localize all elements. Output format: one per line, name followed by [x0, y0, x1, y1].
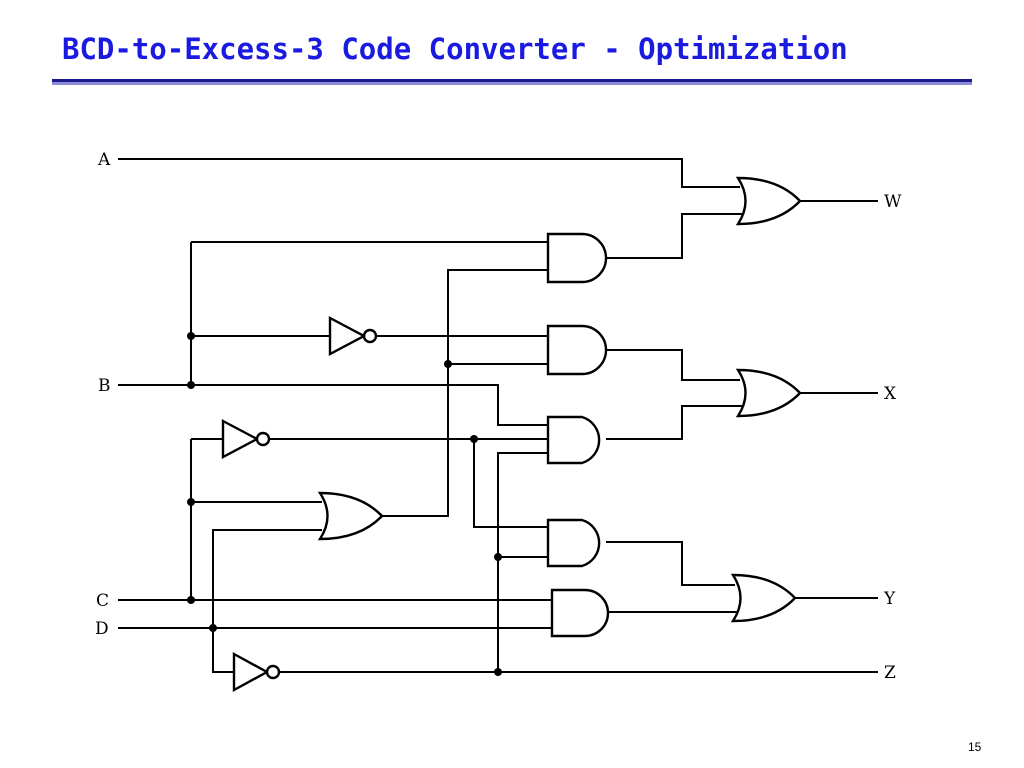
wire-a — [118, 158, 740, 188]
or-gates — [317, 176, 802, 623]
junction-notc — [470, 435, 478, 443]
not-gate-d-bubble — [265, 664, 281, 680]
wire-orcd-out — [382, 269, 548, 517]
slide-title: BCD-to-Excess-3 Code Converter - Optimiz… — [62, 32, 848, 66]
and-gate-1 — [546, 232, 608, 284]
junction-notd — [494, 668, 502, 676]
junction-c — [187, 596, 195, 604]
and-gate-5 — [550, 588, 610, 638]
junction-b-notb — [187, 332, 195, 340]
junction-orcd — [444, 360, 452, 368]
junction-b — [187, 381, 195, 389]
input-label-b: B — [98, 376, 111, 396]
not-gates — [221, 316, 378, 693]
slide-number: 15 — [968, 740, 982, 754]
wire-b — [118, 384, 548, 426]
or-gate-x — [735, 368, 802, 418]
junctions — [187, 332, 502, 676]
wire-notc-and4 — [473, 439, 548, 528]
not-gate-b — [328, 316, 367, 356]
and-gate-3 — [546, 415, 601, 465]
output-label-x: X — [884, 384, 897, 404]
junction-d — [209, 624, 217, 632]
wire-and2-out — [606, 349, 740, 381]
output-label-y: Y — [883, 589, 896, 609]
wire-d-orcd — [212, 529, 322, 628]
input-label-d: D — [95, 619, 109, 639]
and-gate-2 — [546, 324, 608, 376]
input-label-c: C — [96, 591, 109, 611]
wire-and3-out — [606, 405, 744, 440]
title-divider-shadow — [52, 82, 972, 85]
output-label-z: Z — [884, 663, 896, 683]
not-gate-b-bubble — [362, 328, 378, 344]
title-divider — [52, 79, 972, 82]
not-gate-c — [221, 419, 260, 459]
junction-c-orcd — [187, 498, 195, 506]
and-gates — [546, 232, 610, 638]
not-gate-d — [232, 651, 270, 693]
wire-d-notd — [212, 628, 234, 673]
and-gate-4 — [546, 518, 601, 568]
output-label-w: W — [884, 192, 902, 212]
not-gate-c-bubble — [255, 431, 271, 447]
wires — [118, 158, 878, 673]
or-gate-w — [735, 176, 802, 226]
junction-notd-and4 — [494, 553, 502, 561]
signal-labels: A B C D W X Y Z — [95, 150, 902, 683]
wire-and4-out — [606, 541, 735, 586]
or-gate-y — [730, 573, 797, 623]
wire-notd-bus — [497, 452, 548, 672]
input-label-a: A — [97, 150, 111, 170]
wire-and1-out — [606, 213, 744, 259]
or-gate-cd — [317, 491, 384, 541]
